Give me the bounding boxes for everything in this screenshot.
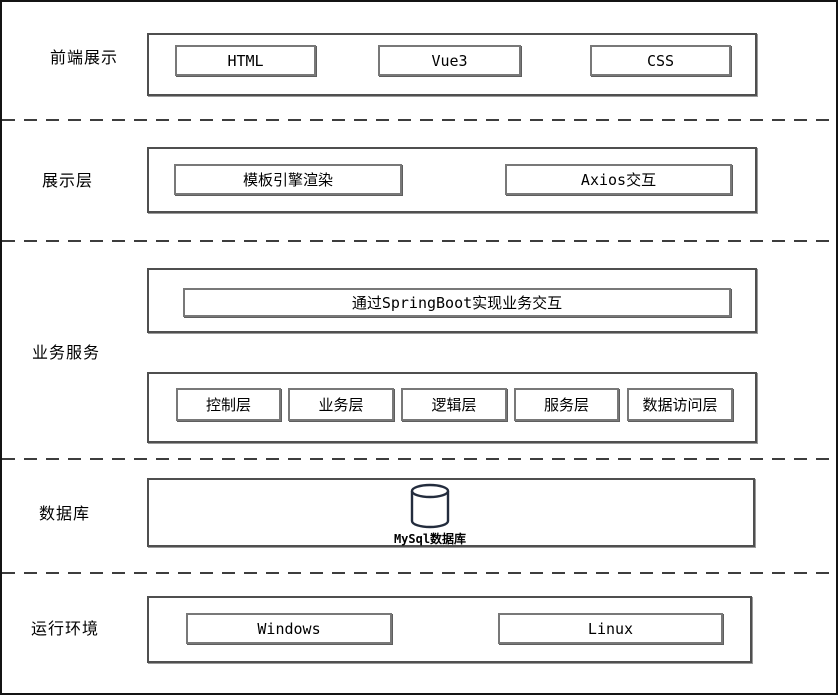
box-css: CSS [590,45,731,76]
box-business-layer: 业务层 [288,388,394,421]
layer-label-business: 业务服务 [32,343,101,362]
layer-separator [2,119,836,121]
box-logic-layer: 逻辑层 [401,388,507,421]
box-springboot: 通过SpringBoot实现业务交互 [183,288,731,317]
layer-label-presentation: 展示层 [42,171,94,190]
database-label: MySql数据库 [393,532,467,546]
box-axios: Axios交互 [505,164,732,195]
layer-separator [2,572,836,574]
layer-label-database: 数据库 [39,504,91,523]
database-group: MySql数据库 [377,483,483,547]
box-html: HTML [175,45,316,76]
database-container [147,478,755,547]
layer-separator [2,240,836,242]
box-control-layer: 控制层 [176,388,281,421]
layer-label-runtime: 运行环境 [31,619,100,638]
box-vue3: Vue3 [378,45,521,76]
box-linux: Linux [498,613,723,644]
box-template-engine: 模板引擎渲染 [174,164,402,195]
database-icon [410,483,450,529]
box-windows: Windows [186,613,392,644]
layer-label-frontend: 前端展示 [50,48,119,67]
box-data-access-layer: 数据访问层 [627,388,733,421]
layer-separator [2,458,836,460]
box-service-layer: 服务层 [514,388,619,421]
